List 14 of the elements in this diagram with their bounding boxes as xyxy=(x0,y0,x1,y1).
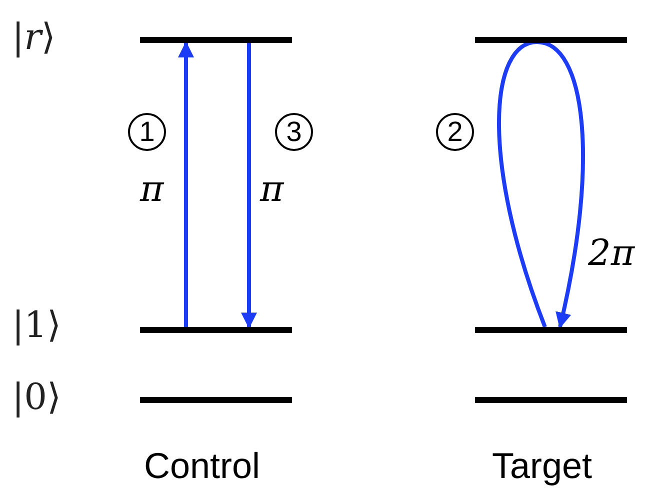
state-label: |1⟩ xyxy=(12,308,62,344)
state-label: |0⟩ xyxy=(12,380,62,416)
edge-label: π xyxy=(140,172,164,208)
transition-arrow xyxy=(241,43,257,329)
state-label: |r⟩ xyxy=(12,20,56,56)
step-number: 3 xyxy=(275,113,313,151)
edge-label: π xyxy=(260,172,284,208)
transition-arrow xyxy=(178,41,194,327)
step-number: 2 xyxy=(436,113,474,151)
transition-arrow xyxy=(497,40,585,329)
edge-label: 2π xyxy=(588,236,635,272)
step-number: 1 xyxy=(128,113,166,151)
column-label: Control xyxy=(144,448,260,484)
column-label: Target xyxy=(492,448,592,484)
